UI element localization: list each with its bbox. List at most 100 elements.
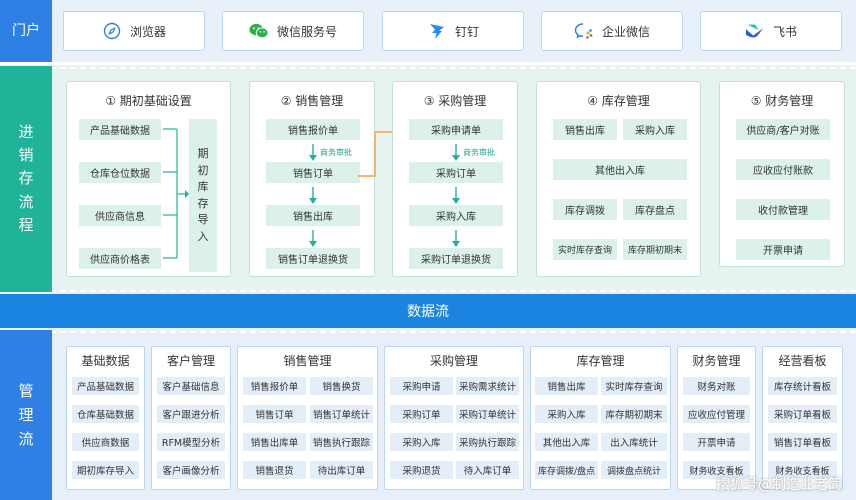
mgmt-item[interactable]: 库存统计看板 <box>768 377 837 395</box>
flow-panel-inventory: ④ 库存管理 销售出库 采购入库 其他出入库 库存调拨 库存盘点 实时库存查询 … <box>536 81 701 277</box>
down-arrows <box>309 144 317 247</box>
mgmt-item[interactable]: 出入库统计 <box>601 433 667 451</box>
mgmt-item[interactable]: 销售出库 <box>535 377 598 395</box>
mgmt-item[interactable]: 销售退货 <box>243 461 306 479</box>
panel-title: ② 销售管理 <box>280 94 344 108</box>
mgmt-item[interactable]: 采购执行跟踪 <box>456 433 519 451</box>
flow-node: 收付款管理 <box>736 199 830 220</box>
mgmt-item[interactable]: 供应商数据 <box>72 433 139 451</box>
mgmt-item[interactable]: 销售报价单 <box>243 377 306 395</box>
mgmt-item[interactable]: 开票申请 <box>683 433 750 451</box>
mgmt-item[interactable]: 产品基础数据 <box>72 377 139 395</box>
mgmt-item[interactable]: 采购订单统计 <box>456 405 519 423</box>
portal-button-label: 企业微信 <box>601 24 650 39</box>
mgmt-item[interactable]: 其他出入库 <box>535 433 598 451</box>
mgmt-item[interactable]: 销售执行跟踪 <box>310 433 373 451</box>
portal-button-browser[interactable]: 浏览器 <box>63 11 205 51</box>
panel-title: 库存管理 <box>576 354 625 368</box>
mgmt-panel-inventory: 库存管理 销售出库 实时库存查询 采购入库 库存期初期末 其他出入库 出入库统计… <box>530 346 671 490</box>
flow-node: 其他出入库 <box>553 159 687 180</box>
mgmt-item[interactable]: 财务对账 <box>683 377 750 395</box>
mgmt-item[interactable]: 库存调拨/盘点 <box>535 461 598 479</box>
down-arrows <box>452 144 460 247</box>
mgmt-item[interactable]: 财务收支看板 <box>768 461 837 479</box>
mgmt-item[interactable]: 待出库订单 <box>310 461 373 479</box>
flow-node: 供应商价格表 <box>79 248 161 269</box>
mgmt-item[interactable]: 采购入库 <box>535 405 598 423</box>
mgmt-item[interactable]: 仓库基础数据 <box>72 405 139 423</box>
mgmt-panel-basic-data: 基础数据 产品基础数据 仓库基础数据 供应商数据 期初库存导入 <box>66 346 145 490</box>
flow-node: 采购入库 <box>409 205 503 226</box>
flow-node: 实时库存查询 <box>553 239 617 260</box>
mgmt-item[interactable]: 采购申请 <box>390 377 453 395</box>
flow-node: 销售出库 <box>553 119 617 140</box>
wechat-icon <box>249 21 269 41</box>
flow-node: 销售订单退换货 <box>266 248 360 269</box>
flow-node: 采购申请单 <box>409 119 503 140</box>
dingtalk-icon <box>427 21 447 41</box>
mgmt-item[interactable]: 实时库存查询 <box>601 377 667 395</box>
initial-inventory-import-box: 期初库存导入 <box>189 119 217 272</box>
flow-panel-finance: ⑤ 财务管理 供应商/客户对账 应收应付账款 收付款管理 开票申请 <box>719 81 845 267</box>
panel-title: 基础数据 <box>81 354 130 368</box>
flow-node: 销售出库 <box>266 205 360 226</box>
mgmt-item[interactable]: 采购订单看板 <box>768 405 837 423</box>
panel-title: 采购管理 <box>429 354 478 368</box>
mgmt-item[interactable]: 调拨盘点统计 <box>601 461 667 479</box>
wecom-icon <box>574 21 594 41</box>
mgmt-item[interactable]: 期初库存导入 <box>72 461 139 479</box>
portal-button-label: 浏览器 <box>129 24 166 39</box>
portal-button-wechat[interactable]: 微信服务号 <box>222 11 364 51</box>
mgmt-item[interactable]: 客户跟进分析 <box>157 405 225 423</box>
flow-panel-purchase: ③ 采购管理 采购申请单 采购订单 采购入库 采购订单退换货 商务审批 <box>392 81 518 277</box>
flow-node: 供应商/客户对账 <box>736 119 830 140</box>
approval-note: 商务审批 <box>463 148 495 157</box>
mgmt-item[interactable]: 采购入库 <box>390 433 453 451</box>
flow-node: 开票申请 <box>736 239 830 260</box>
panel-title: ⑤ 财务管理 <box>750 94 814 108</box>
mgmt-item[interactable]: 客户画像分析 <box>157 461 225 479</box>
mgmt-item[interactable]: 库存期初期末 <box>601 405 667 423</box>
merge-arrows <box>163 128 189 259</box>
portal-button-label: 微信服务号 <box>276 24 337 39</box>
flow-node: 库存盘点 <box>623 199 687 220</box>
portal-button-wecom[interactable]: 企业微信 <box>541 11 683 51</box>
separator <box>0 62 856 65</box>
mgmt-item[interactable]: RFM模型分析 <box>157 433 225 451</box>
portal-button-feishu[interactable]: 飞书 <box>700 11 842 51</box>
portal-label: 门户 <box>0 0 52 62</box>
portal-button-dingtalk[interactable]: 钉钉 <box>382 11 524 51</box>
mgmt-item[interactable]: 销售订单看板 <box>768 433 837 451</box>
panel-title: 客户管理 <box>166 354 215 368</box>
flow-node: 销售订单 <box>266 162 360 183</box>
mgmt-item[interactable]: 销售订单统计 <box>310 405 373 423</box>
data-stream-label: 数据流 <box>407 304 449 320</box>
flow-node: 库存调拨 <box>553 199 617 220</box>
mgmt-item[interactable]: 采购订单 <box>390 405 453 423</box>
mgmt-item[interactable]: 客户基础信息 <box>157 377 225 395</box>
feishu-icon <box>745 21 765 41</box>
compass-icon <box>102 21 122 41</box>
mgmt-panel-sales: 销售管理 销售报价单 销售换货 销售订单 销售订单统计 销售出库单 销售执行跟踪… <box>237 346 378 490</box>
mgmt-item[interactable]: 采购退货 <box>390 461 453 479</box>
mgmt-panel-customer: 客户管理 客户基础信息 客户跟进分析 RFM模型分析 客户画像分析 <box>151 346 231 490</box>
flow-side-label: 进 销 存 流 程 <box>0 66 52 292</box>
mgmt-item[interactable]: 应收应付管理 <box>683 405 750 423</box>
mgmt-item[interactable]: 销售出库单 <box>243 433 306 451</box>
mgmt-item[interactable]: 采购需求统计 <box>456 377 519 395</box>
flow-node: 产品基础数据 <box>79 119 161 140</box>
flow-node: 采购订单 <box>409 162 503 183</box>
flow-node: 采购订单退换货 <box>409 248 503 269</box>
flow-top-dashed-line <box>0 67 856 69</box>
mgmt-item[interactable]: 销售换货 <box>310 377 373 395</box>
panel-title: 经营看板 <box>778 354 827 368</box>
mgmt-panel-purchase: 采购管理 采购申请 采购需求统计 采购订单 采购订单统计 采购入库 采购执行跟踪… <box>384 346 524 490</box>
panel-title: ③ 采购管理 <box>423 94 487 108</box>
mgmt-item[interactable]: 财务收支看板 <box>683 461 750 479</box>
panel-title: 销售管理 <box>283 354 332 368</box>
portal-button-label: 飞书 <box>772 24 797 39</box>
flow-node: 采购入库 <box>623 119 687 140</box>
panel-title: 财务管理 <box>692 354 741 368</box>
mgmt-item[interactable]: 待入库订单 <box>456 461 519 479</box>
mgmt-item[interactable]: 销售订单 <box>243 405 306 423</box>
